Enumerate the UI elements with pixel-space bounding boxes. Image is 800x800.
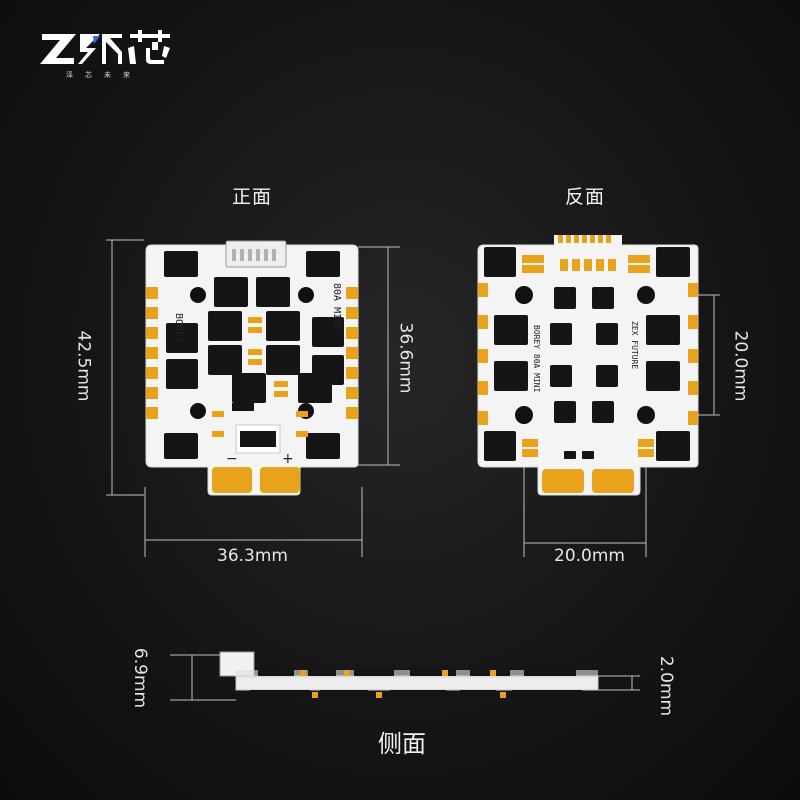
- front-power-pad-positive: [260, 467, 300, 493]
- dim-side-height-board: 2.0mm: [656, 655, 677, 717]
- dim-front-height-board: 36.6mm: [395, 322, 416, 394]
- front-silk-borey: BOREY: [173, 313, 184, 343]
- side-pcb: [235, 675, 599, 691]
- front-side-pads: [146, 287, 358, 419]
- front-silk-model: 80A MINI: [331, 283, 342, 331]
- front-minus-sign: −: [226, 451, 238, 467]
- dim-side-height-total: 6.9mm: [130, 647, 151, 709]
- back-view-label: 反面: [565, 186, 606, 208]
- dim-front-height-total: 42.5mm: [73, 330, 94, 402]
- side-dimension-lines: [170, 654, 640, 701]
- back-board-view: BOREY 80A MINI ZEX FUTURE: [477, 235, 720, 557]
- logo-subtext: 泽芯未来: [66, 71, 142, 79]
- front-dimension-lines: [106, 239, 400, 557]
- front-mosfets: [166, 277, 344, 403]
- front-plus-sign: +: [282, 451, 294, 467]
- front-view-label: 正面: [232, 186, 273, 208]
- side-view: [170, 651, 640, 701]
- zex-logo-icon: [40, 30, 170, 64]
- side-view-label: 侧面: [378, 730, 426, 758]
- back-ics: [550, 287, 618, 459]
- dim-back-hole-horizontal: 20.0mm: [554, 546, 625, 566]
- back-silk-brand: ZEX FUTURE: [630, 321, 639, 369]
- dim-back-hole-vertical: 20.0mm: [730, 330, 751, 402]
- front-board-view: BOREY 80A MINI − +: [106, 239, 400, 557]
- dim-front-width: 36.3mm: [217, 546, 288, 566]
- front-power-pad-negative: [212, 467, 252, 493]
- back-silk-model: BOREY 80A MINI: [532, 325, 541, 393]
